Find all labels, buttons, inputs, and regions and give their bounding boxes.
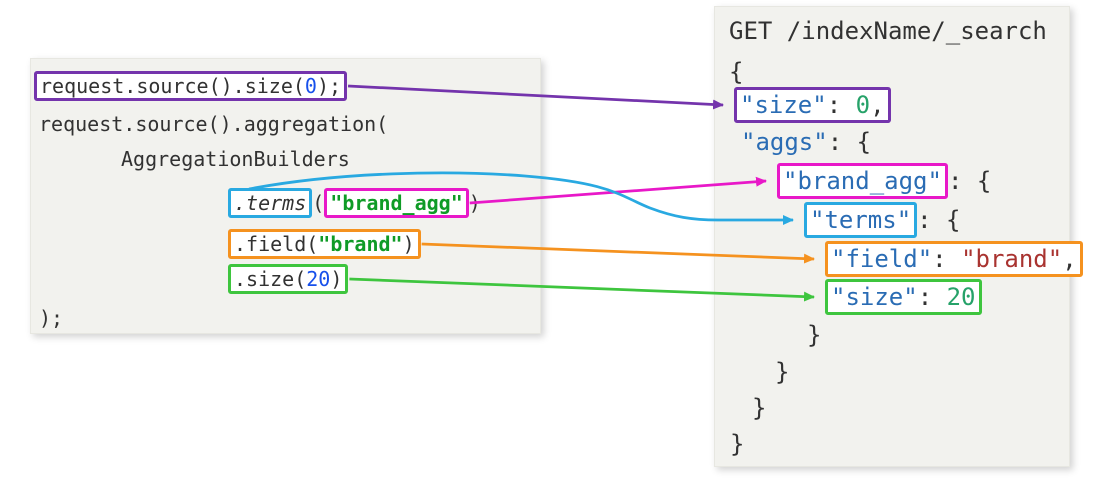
code-token: ); <box>316 74 342 98</box>
java-code-panel: request.source().size(0); request.source… <box>30 58 541 334</box>
rp-line-7: "field": "brand", <box>825 241 1083 277</box>
rp-line-1: GET /indexName/_search <box>729 13 1047 49</box>
json-key: "brand_agg" <box>783 167 942 195</box>
lp-line-2: request.source().aggregation( <box>39 109 388 139</box>
lp-box-brand-agg: "brand_agg" <box>324 188 469 218</box>
code-token: } <box>807 321 822 349</box>
json-string: "brand" <box>961 245 1063 273</box>
code-token-string: "brand_agg" <box>330 191 463 215</box>
rp-box-brand-agg: "brand_agg" <box>777 163 948 199</box>
code-token: , <box>870 91 885 119</box>
code-token: , <box>1062 245 1077 273</box>
code-token: AggregationBuilders <box>121 147 350 171</box>
code-token: : <box>932 245 962 273</box>
json-key: "field" <box>831 245 933 273</box>
code-token-string: "brand" <box>318 232 403 256</box>
rp-line-2: { <box>729 54 743 90</box>
code-token: ) <box>468 191 481 215</box>
rp-line-10: } <box>775 354 789 390</box>
lp-line-5: .field("brand") <box>228 229 421 259</box>
code-token: : { <box>827 128 872 156</box>
code-token: { <box>729 58 744 86</box>
lp-box-terms: .terms <box>228 188 313 218</box>
rp-box-size20: "size": 20 <box>825 279 982 315</box>
json-key: "size" <box>740 91 827 119</box>
code-token: request.source().aggregation( <box>39 112 389 136</box>
code-token: ) <box>402 232 415 256</box>
rp-box-size0: "size": 0, <box>734 87 891 123</box>
code-token-number: 20 <box>306 267 331 291</box>
json-key: "aggs" <box>741 128 828 156</box>
dsl-query-panel: GET /indexName/_search { "size": 0, "agg… <box>714 6 1083 467</box>
code-token: .field( <box>234 232 319 256</box>
code-token-method: .terms <box>234 191 307 215</box>
code-token-number: 0 <box>304 74 317 98</box>
code-token: .size( <box>234 267 307 291</box>
lp-box-size0: request.source().size(0); <box>34 71 348 101</box>
lp-line-7: ); <box>39 303 63 333</box>
json-key: "terms" <box>810 206 912 234</box>
code-token: } <box>775 358 790 386</box>
code-token: ); <box>39 306 64 330</box>
rp-line-9: } <box>807 317 821 353</box>
rp-line-6: "terms": { <box>804 202 961 238</box>
request-line: GET /indexName/_search <box>729 17 1047 45</box>
json-key: "size" <box>831 283 918 311</box>
json-number: 0 <box>855 91 871 119</box>
rp-line-3: "size": 0, <box>734 87 891 123</box>
rp-line-11: } <box>752 390 766 426</box>
code-token: request.source().size( <box>40 74 305 98</box>
code-token: : <box>826 91 856 119</box>
rp-line-8: "size": 20 <box>825 279 982 315</box>
rp-line-12: } <box>730 426 744 462</box>
rp-line-4: "aggs": { <box>741 124 871 160</box>
code-token: : { <box>947 167 992 195</box>
code-token: : <box>917 283 947 311</box>
code-token: } <box>752 394 767 422</box>
lp-box-field: .field("brand") <box>228 229 421 259</box>
lp-line-4: .terms("brand_agg") <box>228 188 481 218</box>
rp-line-5: "brand_agg": { <box>777 163 991 199</box>
lp-box-size20: .size(20) <box>228 264 349 294</box>
lp-line-3: AggregationBuilders <box>121 144 350 174</box>
rp-box-terms: "terms" <box>804 202 918 238</box>
rp-box-field: "field": "brand", <box>825 241 1083 277</box>
code-token: ) <box>330 267 343 291</box>
lp-line-1: request.source().size(0); <box>34 71 348 101</box>
code-token: : { <box>917 206 961 234</box>
json-number: 20 <box>946 283 976 311</box>
lp-line-6: .size(20) <box>228 264 349 294</box>
code-token: } <box>730 430 745 458</box>
code-token: ( <box>312 191 325 215</box>
